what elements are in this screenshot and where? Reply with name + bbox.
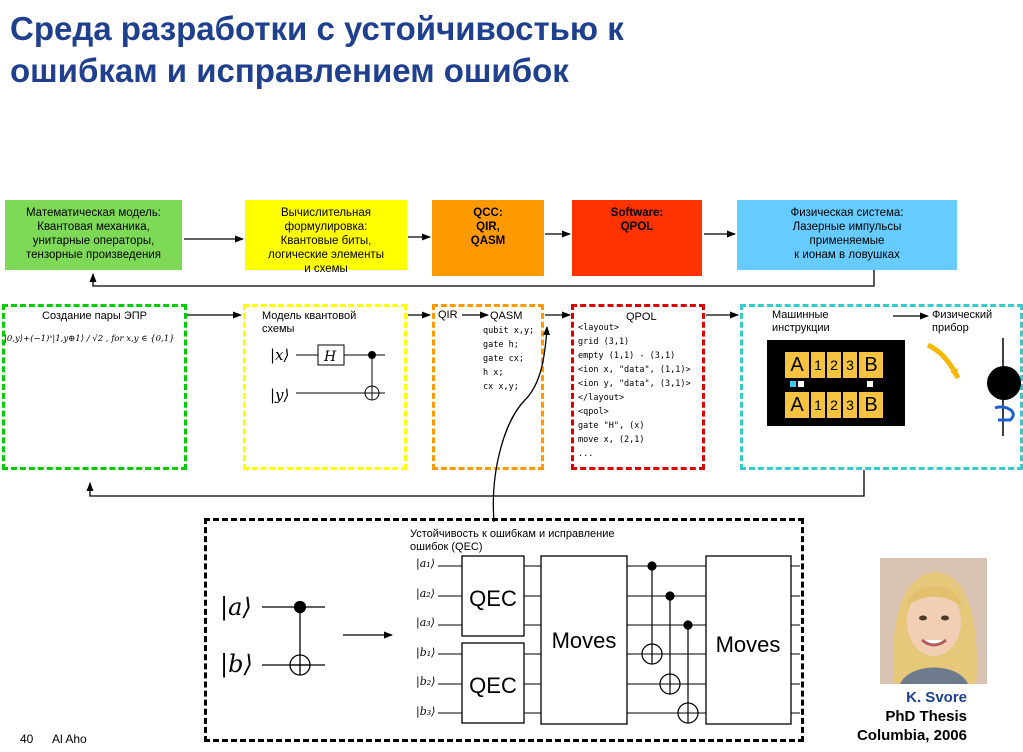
physical-system-box: Физическая система: Лазерные импульсы пр… [737,200,957,270]
code-line: <ion x, "data", (1,1)> [578,365,691,375]
epr-label: Создание пары ЭПР [42,310,147,322]
box-text: формулировка: [284,221,368,233]
trap-cell-a-bottom: A [785,392,809,418]
page-number: 40 [20,732,34,746]
ket-x-label: |x⟩ [270,346,290,364]
code-line: qubit x,y; [483,326,535,336]
box-text: Квантовая механика, [37,221,150,233]
title-line-2: ошибкам и исправлением ошибок [10,52,569,89]
code-line: gate cx; [483,354,524,364]
trap-cell-2-bottom: 2 [827,392,841,418]
qpol-label: QPOL [626,311,657,323]
code-line: </layout> [578,393,625,403]
ket-b-label: |b⟩ [220,650,253,678]
arrow-feedback-bottom [86,470,865,497]
ion-marker-white [798,381,804,387]
person-line3: Columbia, 2006 [856,727,967,744]
box-text: Лазерные импульсы [792,221,902,233]
qec-label: Устойчивость к ошибкам и исправление оши… [410,528,615,554]
code-line: gate "H", (x) [578,421,645,431]
box-text: QIR, [476,221,500,233]
code-line: cx x,y; [483,382,519,392]
label-line: прибор [932,322,969,334]
input-a1: |a₁⟩ [416,557,435,570]
input-a2: |a₂⟩ [416,587,435,600]
trap-cell-b-top: B [859,352,883,378]
box-text: и схемы [304,263,348,275]
code-line: <qpol> [578,407,609,417]
page-title: Среда разработки с устойчивостью к ошибк… [10,8,910,92]
epr-box [2,304,187,470]
box-text: унитарные операторы, [32,235,155,247]
machine-label: Машинные инструкции [772,309,830,335]
qpol-code: <layout> grid (3,1) empty (1,1) - (3,1) … [578,321,691,461]
input-a3: |a₃⟩ [416,616,435,629]
qasm-label: QASM [490,310,523,322]
code-line: grid (3,1) [578,337,630,347]
person-caption: K. Svore PhD Thesis Columbia, 2006 [810,688,967,745]
trap-cell-b-bottom: B [859,392,883,418]
circuit-model-label: Модель квантовой схемы [262,310,356,336]
trap-cell-1-top: 1 [811,352,825,378]
code-line: empty (1,1) - (3,1) [578,351,676,361]
software-box: Software: QPOL [572,200,702,276]
box-text: тензорные произведения [26,249,161,261]
qcc-box: QCC: QIR, QASM [432,200,544,276]
box-text: QPOL [620,221,654,233]
box-text: Математическая модель: [25,207,162,219]
ion-marker-white [867,381,873,387]
input-b3: |b₃⟩ [416,705,436,718]
trap-cell-3-top: 3 [843,352,857,378]
ket-a-label: |a⟩ [220,593,252,621]
title-line-1: Среда разработки с устойчивостью к [10,10,624,47]
computational-box: Вычислительная формулировка: Квантовые б… [245,200,407,275]
box-text: Физическая система: [790,207,904,219]
label-line: ошибок (QEC) [410,541,483,553]
circuit-model-box [243,304,407,470]
box-text: Вычислительная [280,207,372,219]
code-line: h x; [483,368,504,378]
box-text: применяемые [809,235,885,247]
epr-formula: |0,y⟩+(−1)ˣ|1,y⊕1⟩ / √2 , for x,y ∈ {0,1… [4,334,175,344]
label-line: Устойчивость к ошибкам и исправление [410,528,615,540]
qasm-code: qubit x,y; gate h; gate cx; h x; cx x,y; [483,324,534,394]
ion-marker-cyan [790,381,796,387]
trap-cell-a-top: A [785,352,809,378]
qpol-box [571,304,705,470]
box-text: Software: [610,207,664,219]
box-text: QASM [470,235,506,247]
person-name: K. Svore [906,689,967,706]
footer-author: Al Aho [52,732,87,746]
label-line: Модель квантовой [262,310,357,322]
label-line: схемы [262,323,295,335]
box-text: логические элементы [268,249,384,261]
box-text: Квантовые биты, [280,235,372,247]
box-text: QCC: [473,207,503,219]
math-model-box: Математическая модель: Квантовая механик… [5,200,182,270]
person-line2: PhD Thesis [885,708,967,725]
code-line: ... [578,449,594,459]
trap-cell-2-top: 2 [827,352,841,378]
label-line: Физический [932,309,993,321]
trap-cell-1-bottom: 1 [811,392,825,418]
qir-label: QIR [438,309,458,321]
code-line: move x, (2,1) [578,435,645,445]
input-b1: |b₁⟩ [416,646,436,659]
trap-cell-3-bottom: 3 [843,392,857,418]
code-line: <ion y, "data", (3,1)> [578,379,691,389]
ket-y-label: |y⟩ [270,386,290,404]
code-line: <layout> [578,323,619,333]
input-b2: |b₂⟩ [416,675,436,688]
physical-device-label: Физический прибор [932,309,992,335]
label-line: инструкции [772,322,830,334]
label-line: Машинные [772,309,829,321]
code-line: gate h; [483,340,519,350]
svore-photo [880,558,987,684]
box-text: к ионам в ловушках [794,249,900,261]
